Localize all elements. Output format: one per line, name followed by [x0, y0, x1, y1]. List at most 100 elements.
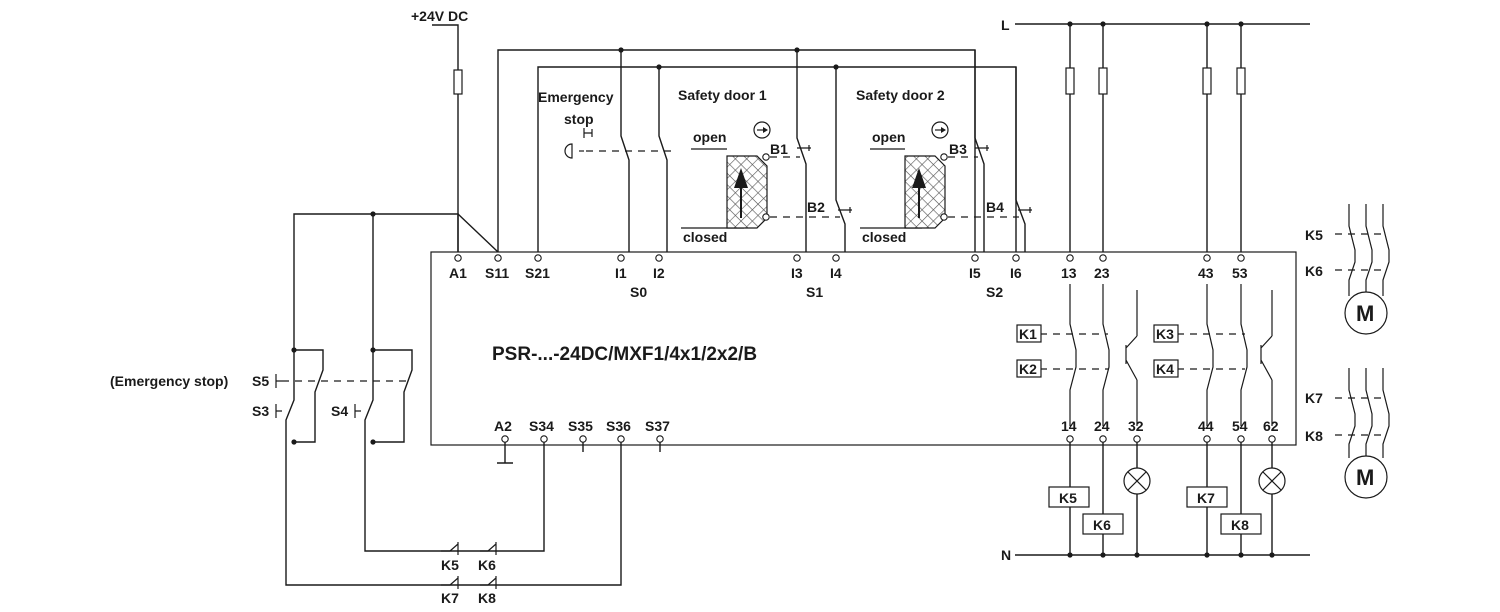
relay-k2-label: K2	[1019, 361, 1037, 377]
relay-k1-label: K1	[1019, 326, 1037, 342]
motor1-contacts	[1335, 204, 1390, 296]
coil-k8-label: K8	[1231, 517, 1249, 533]
terminal-label-54: 54	[1232, 418, 1248, 434]
output-feed-wires	[1065, 21, 1246, 252]
junction-dots	[618, 47, 839, 70]
door1-open-label: open	[693, 129, 726, 145]
door1-actuator	[726, 153, 770, 229]
top-terminal-circles	[454, 254, 1245, 262]
terminal-label-s34: S34	[529, 418, 554, 434]
rail-l-label: L	[1001, 17, 1010, 33]
coil-k6-label: K6	[1093, 517, 1111, 533]
terminal-label-53: 53	[1232, 265, 1248, 281]
module-title: PSR-...-24DC/MXF1/4x1/2x2/B	[492, 344, 757, 365]
terminal-label-13: 13	[1061, 265, 1077, 281]
coil-k5-label: K5	[1059, 490, 1077, 506]
s5-s3-s4-switches	[275, 374, 406, 418]
lamp-32-icon	[1123, 467, 1151, 495]
s5-note-label: (Emergency stop)	[110, 373, 228, 389]
terminal-label-23: 23	[1094, 265, 1110, 281]
feedback-k8-label: K8	[478, 590, 496, 606]
motor1-symbol: M	[1356, 301, 1374, 326]
feedback-k5-label: K5	[441, 557, 459, 573]
door2-actuator	[904, 153, 948, 229]
terminal-label-62: 62	[1263, 418, 1279, 434]
output-load-wires	[1067, 442, 1275, 558]
fuse-a1	[453, 69, 463, 95]
motor1-contact-k5-label: K5	[1305, 227, 1323, 243]
motor2-contact-k7-label: K7	[1305, 390, 1323, 406]
motor1-icon	[1344, 291, 1388, 335]
terminal-label-s37: S37	[645, 418, 670, 434]
door2-direction-icon	[931, 121, 949, 139]
terminal-label-s36: S36	[606, 418, 631, 434]
terminal-label-43: 43	[1198, 265, 1214, 281]
supply-24vdc-label: +24V DC	[411, 8, 468, 24]
feedback-k7-label: K7	[441, 590, 459, 606]
switch-b4-label: B4	[986, 199, 1004, 215]
switch-b2-label: B2	[807, 199, 825, 215]
relay-k4-box	[1153, 359, 1179, 378]
relay-k3-box	[1153, 324, 1179, 343]
terminal-label-i1: I1	[615, 265, 627, 281]
door2-closed-label: closed	[862, 229, 906, 245]
relay-k2-box	[1016, 359, 1042, 378]
estop-label-line2: stop	[564, 111, 594, 127]
group-label-s0: S0	[630, 284, 647, 300]
s4-label: S4	[331, 403, 348, 419]
switch-b2-contact	[770, 67, 852, 252]
terminal-label-i6: I6	[1010, 265, 1022, 281]
s3-label: S3	[252, 403, 269, 419]
relay-k4-label: K4	[1156, 361, 1174, 377]
s11-loop-wire	[497, 49, 976, 252]
emergency-stop-switch	[564, 50, 672, 252]
reset-circuit-wires	[285, 211, 661, 586]
terminal-label-a1: A1	[449, 265, 467, 281]
switch-b1-contact	[770, 50, 811, 252]
motor2-symbol: M	[1356, 465, 1374, 490]
group-label-s1: S1	[806, 284, 823, 300]
motor1-contact-k6-label: K6	[1305, 263, 1323, 279]
door1-closed-label: closed	[683, 229, 727, 245]
internal-contacts-right	[1177, 284, 1273, 426]
switch-b1-label: B1	[770, 141, 788, 157]
terminal-label-s35: S35	[568, 418, 593, 434]
terminal-label-32: 32	[1128, 418, 1144, 434]
coil-k7-box	[1186, 486, 1228, 508]
door1-title: Safety door 1	[678, 87, 767, 103]
coil-k8-box	[1220, 513, 1262, 535]
terminal-label-a2: A2	[494, 418, 512, 434]
motor2-contacts	[1335, 368, 1390, 458]
supply-24v-wire	[432, 24, 463, 252]
feedback-contacts	[441, 542, 497, 589]
estop-label-line1: Emergency	[538, 89, 614, 105]
terminal-label-i2: I2	[653, 265, 665, 281]
switch-b3-contact	[948, 50, 989, 252]
terminal-label-44: 44	[1198, 418, 1214, 434]
door2-open-label: open	[872, 129, 905, 145]
rail-n-label: N	[1001, 547, 1011, 563]
group-label-s2: S2	[986, 284, 1003, 300]
switch-b3-label: B3	[949, 141, 967, 157]
terminal-label-24: 24	[1094, 418, 1110, 434]
bottom-terminal-circles	[501, 435, 1276, 443]
terminal-label-s11: S11	[485, 265, 509, 281]
terminal-label-i5: I5	[969, 265, 981, 281]
relay-k3-label: K3	[1156, 326, 1174, 342]
terminal-label-i4: I4	[830, 265, 842, 281]
s5-label: S5	[252, 373, 269, 389]
motor2-contact-k8-label: K8	[1305, 428, 1323, 444]
door2-title: Safety door 2	[856, 87, 945, 103]
relay-k1-box	[1016, 324, 1042, 343]
coil-k5-box	[1048, 486, 1090, 508]
internal-contacts-left	[1040, 284, 1138, 426]
terminal-label-s21: S21	[525, 265, 550, 281]
door1-direction-icon	[753, 121, 771, 139]
terminal-label-i3: I3	[791, 265, 803, 281]
feedback-k6-label: K6	[478, 557, 496, 573]
coil-k6-box	[1082, 513, 1124, 535]
lamp-62-icon	[1258, 467, 1286, 495]
safety-module-box	[430, 251, 1297, 446]
switch-b4-contact	[948, 67, 1032, 252]
